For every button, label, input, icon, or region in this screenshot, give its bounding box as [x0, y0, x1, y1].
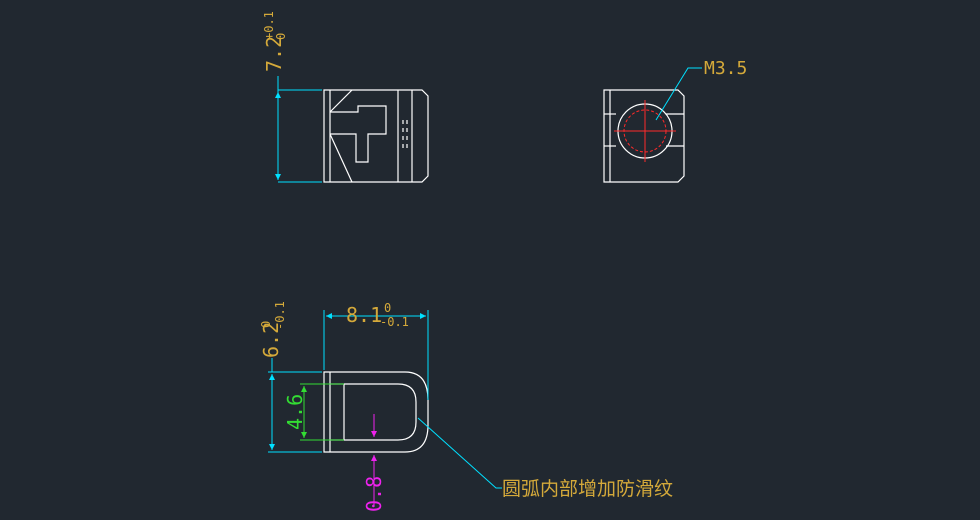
top-view-offset-dimension: 0.8 [362, 414, 386, 512]
thread-callout-text: M3.5 [704, 58, 747, 79]
thread-callout: M3.5 [655, 58, 747, 121]
end-view-center-marks [614, 100, 676, 162]
side-view-chamfer-line [329, 89, 353, 113]
top-view-height-upper-tolerance: 0 [259, 321, 273, 328]
top-view-note: 圆弧内部增加防滑纹 [417, 417, 673, 500]
top-view-outline [323, 371, 429, 453]
end-view-thread-circle [623, 109, 667, 153]
top-view-inner-height-value: 4.6 [283, 394, 307, 430]
side-view-outline [323, 89, 429, 183]
top-view-inner-height-dimension: 4.6 [283, 383, 344, 441]
top-view-width-upper-tolerance: 0 [384, 301, 391, 315]
top-view-note-text: 圆弧内部增加防滑纹 [502, 478, 673, 500]
side-view-height-value: 7.2 [262, 36, 286, 72]
end-view [603, 89, 685, 183]
top-view-width-lower-tolerance: -0.1 [380, 315, 409, 329]
top-view [323, 371, 429, 453]
side-view-t-slot [330, 105, 387, 163]
top-view-height-lower-tolerance: -0.1 [273, 301, 287, 330]
thread-callout-leader [655, 67, 702, 121]
side-view-height-upper-tolerance: +0.1 [262, 11, 276, 40]
top-view-height-value: 6.2 [259, 322, 283, 358]
top-view-inner-arc [344, 383, 417, 441]
top-view-note-leader [417, 417, 502, 489]
top-view-width-value: 8.1 [346, 303, 382, 327]
end-view-outline [603, 89, 685, 183]
side-view [323, 89, 429, 183]
top-view-height-dimension: 6.2 0 -0.1 [259, 301, 322, 453]
side-view-chamfer-line [329, 133, 353, 183]
side-view-height-dimension: 7.2 +0.1 0 [262, 11, 322, 183]
top-view-offset-value: 0.8 [362, 476, 386, 512]
top-view-width-dimension: 8.1 0 -0.1 [323, 301, 429, 400]
side-view-height-lower-tolerance: 0 [274, 33, 288, 40]
